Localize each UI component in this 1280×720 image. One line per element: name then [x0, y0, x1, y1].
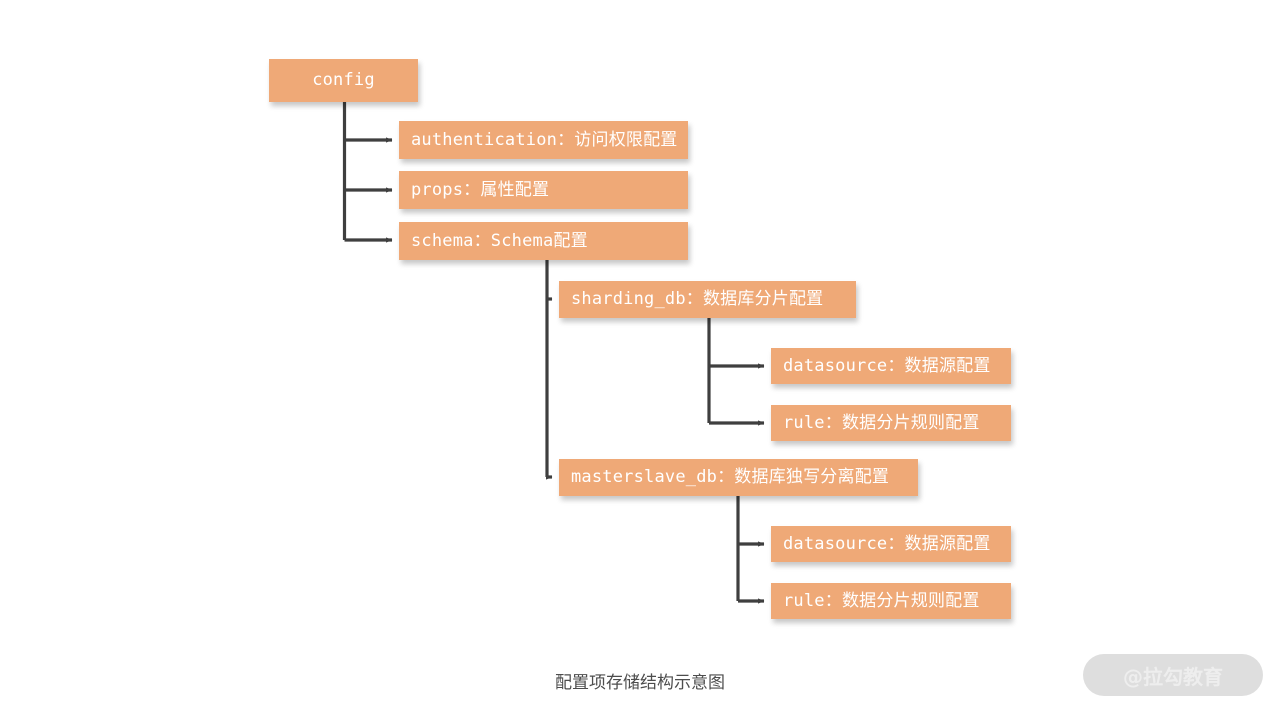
- diagram-caption: 配置项存储结构示意图: [555, 673, 725, 693]
- node-props[interactable]: props：属性配置: [399, 171, 688, 209]
- node-label: props：属性配置: [411, 179, 550, 200]
- node-masterslave-rule[interactable]: rule：数据分片规则配置: [771, 583, 1011, 619]
- node-label: sharding_db：数据库分片配置: [571, 289, 824, 309]
- watermark-label: @拉勾教育: [1123, 664, 1223, 689]
- node-sharding-datasource[interactable]: datasource：数据源配置: [771, 348, 1011, 384]
- node-label: datasource：数据源配置: [783, 355, 991, 376]
- node-label: schema：Schema配置: [411, 230, 588, 251]
- node-label: config: [312, 70, 375, 90]
- watermark-badge: @拉勾教育: [1083, 654, 1263, 696]
- node-masterslave-datasource[interactable]: datasource：数据源配置: [771, 526, 1011, 562]
- node-schema[interactable]: schema：Schema配置: [399, 222, 688, 260]
- node-masterslave-db[interactable]: masterslave_db：数据库独写分离配置: [559, 459, 918, 496]
- node-sharding-rule[interactable]: rule：数据分片规则配置: [771, 405, 1011, 441]
- node-label: datasource：数据源配置: [783, 533, 991, 554]
- node-config[interactable]: config: [269, 59, 418, 102]
- node-authentication[interactable]: authentication：访问权限配置: [399, 121, 688, 159]
- node-label: masterslave_db：数据库独写分离配置: [571, 467, 890, 487]
- node-label: authentication：访问权限配置: [411, 129, 678, 150]
- node-sharding-db[interactable]: sharding_db：数据库分片配置: [559, 281, 856, 318]
- node-label: rule：数据分片规则配置: [783, 590, 980, 611]
- node-label: rule：数据分片规则配置: [783, 412, 980, 433]
